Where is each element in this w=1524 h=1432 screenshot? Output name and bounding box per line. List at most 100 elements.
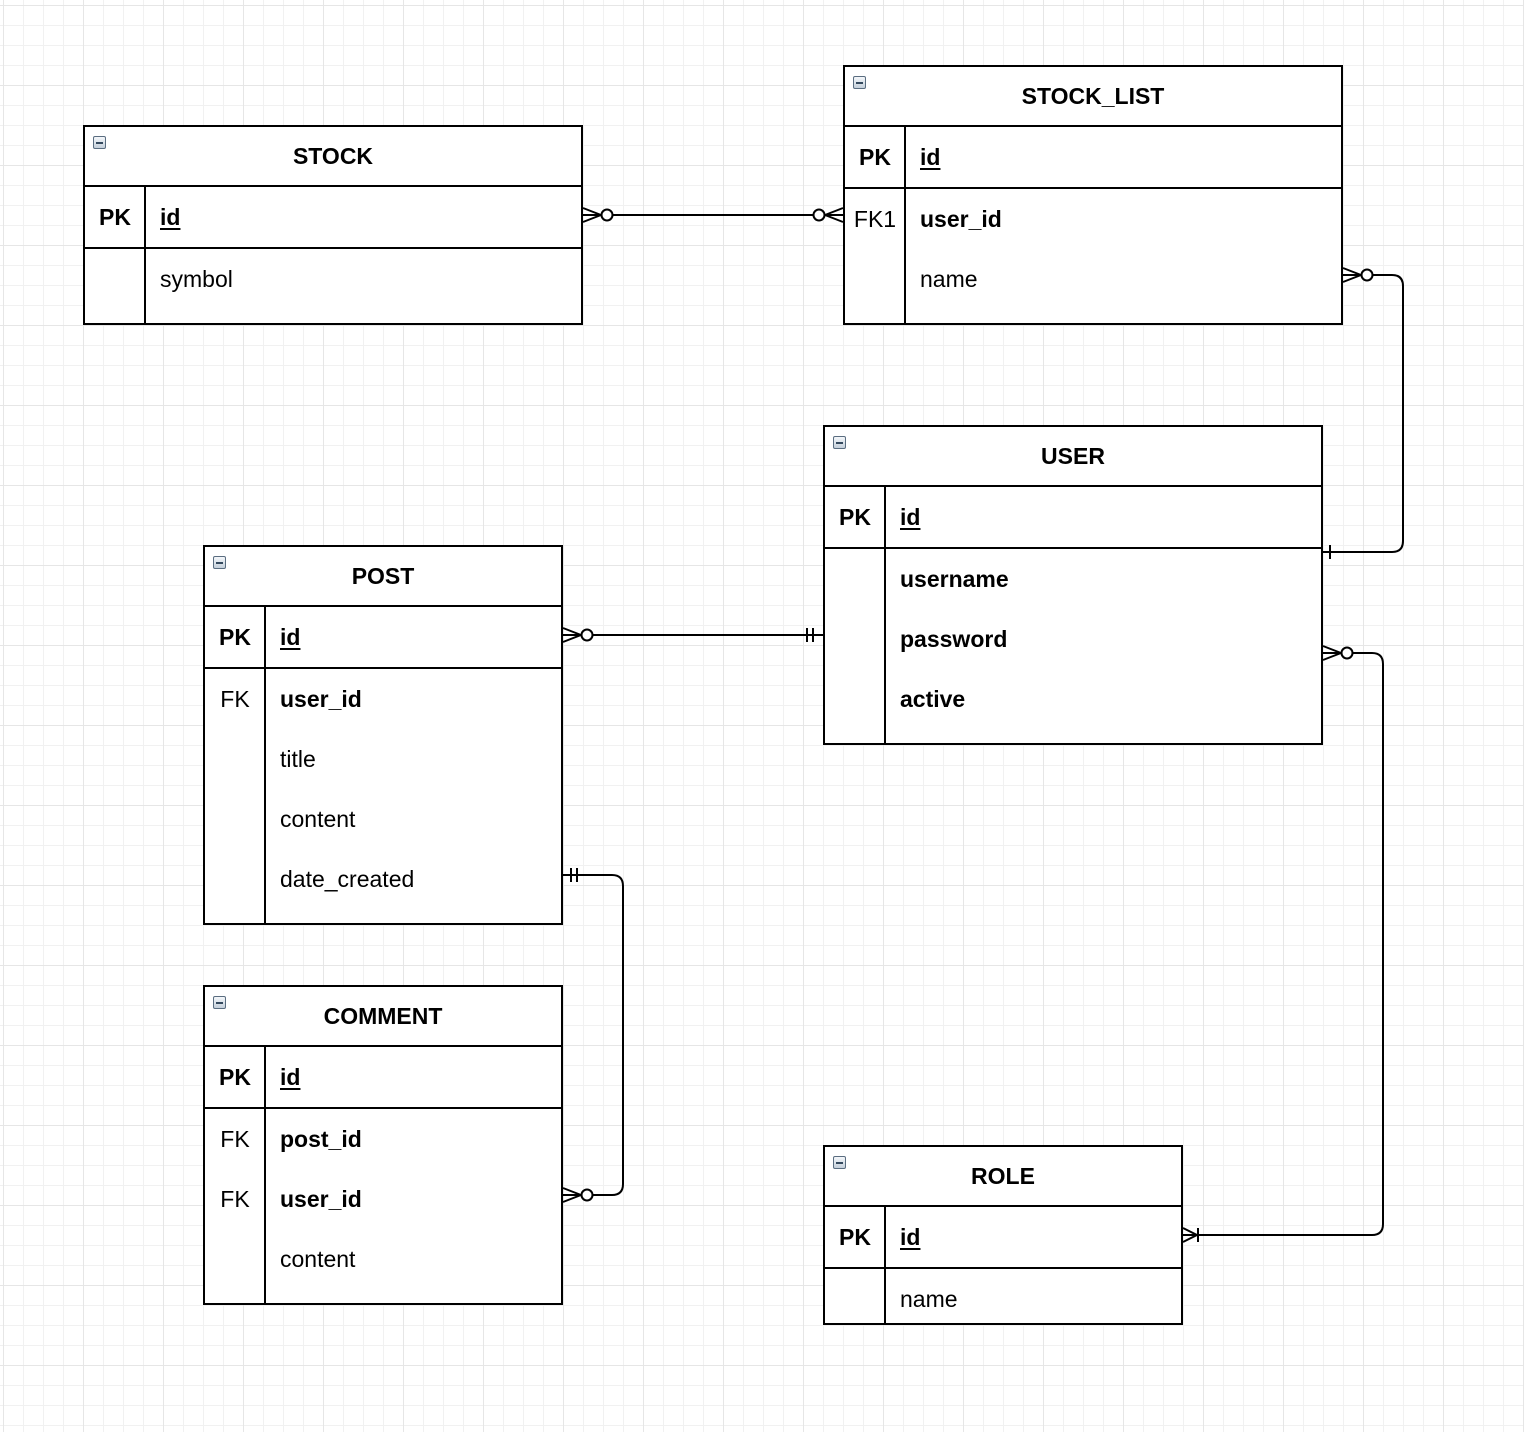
key-label: PK xyxy=(839,503,871,530)
relationship-post-comment[interactable] xyxy=(562,868,624,1203)
relationship-stocklist-user[interactable] xyxy=(1323,267,1404,559)
key-label: PK xyxy=(219,1063,251,1090)
entity-body: PK id symbol xyxy=(85,187,581,323)
attributes-section: FK user_id title content date_created xyxy=(205,669,561,909)
pk-section: PK id xyxy=(205,1047,561,1109)
field-name: id xyxy=(920,143,941,170)
attribute-row[interactable]: FK user_id xyxy=(205,1169,561,1229)
field-name: content xyxy=(280,1245,356,1272)
collapse-icon[interactable] xyxy=(833,436,846,449)
zero-circle-icon xyxy=(1360,268,1374,282)
column-divider xyxy=(884,487,886,743)
entity-user[interactable]: USER PK id username password active xyxy=(823,425,1323,745)
attribute-row[interactable]: date_created xyxy=(205,849,561,909)
field-name: id xyxy=(280,1063,301,1090)
key-label: FK xyxy=(220,1125,250,1152)
entity-header[interactable]: STOCK xyxy=(85,127,581,187)
key-label: PK xyxy=(99,203,131,230)
relationship-post-user[interactable] xyxy=(562,627,823,643)
attributes-section: name xyxy=(825,1269,1181,1329)
entity-stock-list[interactable]: STOCK_LIST PK id FK1 user_id name xyxy=(843,65,1343,325)
key-label: FK xyxy=(220,685,250,712)
collapse-icon[interactable] xyxy=(213,556,226,569)
field-name: active xyxy=(900,685,966,712)
field-name: id xyxy=(160,203,181,230)
attribute-row[interactable]: FK post_id xyxy=(205,1109,561,1169)
crowfoot-many-icon xyxy=(582,207,602,223)
entity-header[interactable]: POST xyxy=(205,547,561,607)
column-divider xyxy=(264,1047,266,1303)
entity-body: PK id FK post_id FK user_id content xyxy=(205,1047,561,1303)
zero-circle-icon xyxy=(580,1188,594,1202)
key-label: FK xyxy=(220,1185,250,1212)
pk-section: PK id xyxy=(825,1207,1181,1269)
entity-post[interactable]: POST PK id FK user_id title content xyxy=(203,545,563,925)
entity-stock[interactable]: STOCK PK id symbol xyxy=(83,125,583,325)
column-divider xyxy=(264,607,266,923)
entity-title: STOCK xyxy=(292,142,374,169)
attributes-section: FK post_id FK user_id content xyxy=(205,1109,561,1289)
zero-circle-icon xyxy=(580,628,594,642)
collapse-icon[interactable] xyxy=(853,76,866,89)
field-name: symbol xyxy=(160,265,233,292)
relationship-user-role[interactable] xyxy=(1182,645,1384,1243)
entity-comment[interactable]: COMMENT PK id FK post_id FK user_id cont… xyxy=(203,985,563,1305)
entity-title: USER xyxy=(1041,442,1105,469)
column-divider xyxy=(904,127,906,323)
attribute-row[interactable]: PK id xyxy=(845,127,1341,187)
field-name: id xyxy=(900,503,921,530)
attribute-row[interactable]: content xyxy=(205,1229,561,1289)
attribute-row[interactable]: FK1 user_id xyxy=(845,189,1341,249)
entity-header[interactable]: USER xyxy=(825,427,1321,487)
pk-section: PK id xyxy=(205,607,561,669)
field-name: password xyxy=(900,625,1008,652)
collapse-icon[interactable] xyxy=(833,1156,846,1169)
attribute-row[interactable]: PK id xyxy=(825,487,1321,547)
pk-section: PK id xyxy=(85,187,581,249)
column-divider xyxy=(144,187,146,323)
zero-circle-icon xyxy=(600,208,614,222)
key-label: PK xyxy=(859,143,891,170)
field-name: date_created xyxy=(280,865,415,892)
crowfoot-many-icon xyxy=(1182,1227,1198,1243)
attribute-row[interactable]: FK user_id xyxy=(205,669,561,729)
attribute-row[interactable]: title xyxy=(205,729,561,789)
entity-body: PK id FK1 user_id name xyxy=(845,127,1341,323)
field-name: username xyxy=(900,565,1009,592)
attribute-row[interactable]: PK id xyxy=(205,1047,561,1107)
entity-title: STOCK_LIST xyxy=(1021,82,1165,109)
attribute-row[interactable]: PK id xyxy=(205,607,561,667)
field-name: post_id xyxy=(280,1125,362,1152)
pk-section: PK id xyxy=(825,487,1321,549)
entity-role[interactable]: ROLE PK id name xyxy=(823,1145,1183,1325)
entity-title: ROLE xyxy=(971,1162,1035,1189)
entity-title: POST xyxy=(351,562,415,589)
attribute-row[interactable]: username xyxy=(825,549,1321,609)
key-label: FK1 xyxy=(853,205,897,232)
field-name: user_id xyxy=(280,1185,362,1212)
entity-header[interactable]: ROLE xyxy=(825,1147,1181,1207)
field-name: id xyxy=(280,623,301,650)
attribute-row[interactable]: symbol xyxy=(85,249,581,309)
collapse-icon[interactable] xyxy=(93,136,106,149)
relationship-stock-stocklist[interactable] xyxy=(582,207,844,223)
entity-body: PK id username password active xyxy=(825,487,1321,743)
entity-header[interactable]: STOCK_LIST xyxy=(845,67,1341,127)
attributes-section: symbol xyxy=(85,249,581,309)
attribute-row[interactable]: active xyxy=(825,669,1321,729)
attribute-row[interactable]: name xyxy=(825,1269,1181,1329)
attribute-row[interactable]: PK id xyxy=(825,1207,1181,1267)
crowfoot-many-icon xyxy=(562,627,582,643)
attribute-row[interactable]: password xyxy=(825,609,1321,669)
field-name: user_id xyxy=(920,205,1002,232)
key-label: PK xyxy=(839,1223,871,1250)
zero-circle-icon xyxy=(1340,646,1354,660)
attribute-row[interactable]: name xyxy=(845,249,1341,309)
attribute-row[interactable]: PK id xyxy=(85,187,581,247)
attribute-row[interactable]: content xyxy=(205,789,561,849)
field-name: name xyxy=(900,1285,958,1312)
entity-header[interactable]: COMMENT xyxy=(205,987,561,1047)
collapse-icon[interactable] xyxy=(213,996,226,1009)
column-divider xyxy=(884,1207,886,1323)
